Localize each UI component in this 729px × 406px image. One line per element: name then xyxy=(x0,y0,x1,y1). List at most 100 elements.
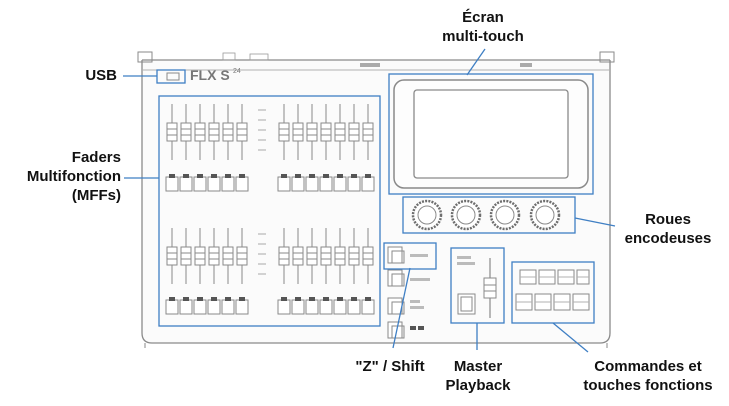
fader xyxy=(292,228,304,284)
fader xyxy=(334,104,346,160)
mff-button xyxy=(277,297,291,315)
command-key xyxy=(553,293,571,311)
mff-button xyxy=(347,297,361,315)
mff-button xyxy=(193,297,207,315)
callout-commands-line1: Commandes et xyxy=(594,358,702,375)
leader-encoders xyxy=(574,217,616,227)
mff-button xyxy=(277,174,291,192)
encoder-wheel xyxy=(411,199,443,231)
callout-master: Master Playback xyxy=(440,357,516,395)
command-key xyxy=(534,293,552,311)
callout-screen: Écran multi-touch xyxy=(423,8,543,46)
command-key xyxy=(538,269,556,285)
fader xyxy=(236,228,248,284)
callout-shift: "Z" / Shift xyxy=(330,357,450,376)
mff-button xyxy=(235,297,249,315)
mff-button xyxy=(291,297,305,315)
callout-shift-line1: "Z" / Shift xyxy=(355,358,425,375)
mff-button xyxy=(207,174,221,192)
fader xyxy=(292,104,304,160)
callout-master-line1: Master xyxy=(453,358,503,375)
fader xyxy=(306,104,318,160)
callout-commands-line2: touches fonctions xyxy=(583,377,713,394)
mff-button xyxy=(291,174,305,192)
command-key xyxy=(515,293,533,311)
fader xyxy=(222,228,234,284)
callout-encoders: Roues encodeuses xyxy=(613,210,723,248)
fader xyxy=(348,228,360,284)
fader xyxy=(278,228,290,284)
fader xyxy=(362,228,374,284)
mff-button xyxy=(165,297,179,315)
touch-screen xyxy=(388,73,594,195)
callout-screen-line1: Écran xyxy=(462,9,504,26)
encoder-wheel xyxy=(450,199,482,231)
callout-master-line2: Playback xyxy=(445,377,511,394)
callout-encoders-line1: Roues xyxy=(645,211,691,228)
mff-button xyxy=(333,297,347,315)
brand-superscript: 24 xyxy=(233,68,241,75)
command-key xyxy=(576,269,590,285)
fader xyxy=(306,228,318,284)
mff-button xyxy=(235,174,249,192)
mff-button xyxy=(179,297,193,315)
command-keys xyxy=(511,261,595,324)
fader-section xyxy=(165,104,375,315)
shift-section xyxy=(383,242,437,339)
command-key xyxy=(557,269,575,285)
callout-screen-line2: multi-touch xyxy=(442,28,524,45)
mff-button xyxy=(207,297,221,315)
mff-button xyxy=(221,297,235,315)
fader xyxy=(166,104,178,160)
fader xyxy=(208,104,220,160)
encoder-wheel xyxy=(489,199,521,231)
fader xyxy=(194,228,206,284)
callout-faders-line1: Faders xyxy=(71,149,121,166)
fader xyxy=(166,228,178,284)
mff-button xyxy=(361,297,375,315)
mff-button xyxy=(361,174,375,192)
leader-lines xyxy=(123,48,616,353)
brand-logo: FLX S xyxy=(190,67,230,83)
fader xyxy=(194,104,206,160)
encoder-wheel xyxy=(529,199,561,231)
fader xyxy=(334,228,346,284)
callout-encoders-line2: encodeuses xyxy=(624,230,712,247)
fader xyxy=(208,228,220,284)
mff-button xyxy=(305,297,319,315)
master-playback xyxy=(450,247,505,324)
leader-shift xyxy=(392,267,411,349)
faders-highlight-box xyxy=(158,95,381,327)
fader xyxy=(348,104,360,160)
fader xyxy=(180,104,192,160)
callout-commands: Commandes et touches fonctions xyxy=(572,357,724,395)
callout-usb-line1: USB xyxy=(85,67,117,84)
command-key xyxy=(519,269,537,285)
mff-button xyxy=(319,297,333,315)
mff-button xyxy=(165,174,179,192)
command-key xyxy=(572,293,590,311)
fader xyxy=(320,104,332,160)
leader-commands xyxy=(552,322,589,353)
callout-usb: USB xyxy=(40,66,117,85)
callout-faders: Faders Multifonction (MFFs) xyxy=(0,148,121,205)
fader xyxy=(236,104,248,160)
fader xyxy=(362,104,374,160)
fader xyxy=(222,104,234,160)
mff-button xyxy=(319,174,333,192)
callout-faders-line2: Multifonction xyxy=(26,168,121,185)
encoder-wheels xyxy=(402,196,576,234)
mff-button xyxy=(347,174,361,192)
mff-button xyxy=(179,174,193,192)
fader xyxy=(180,228,192,284)
mff-button xyxy=(333,174,347,192)
fader xyxy=(320,228,332,284)
mff-button xyxy=(305,174,319,192)
mff-button xyxy=(221,174,235,192)
mff-button xyxy=(193,174,207,192)
fader xyxy=(278,104,290,160)
callout-faders-line3: (MFFs) xyxy=(71,187,121,204)
leader-screen xyxy=(466,48,486,76)
